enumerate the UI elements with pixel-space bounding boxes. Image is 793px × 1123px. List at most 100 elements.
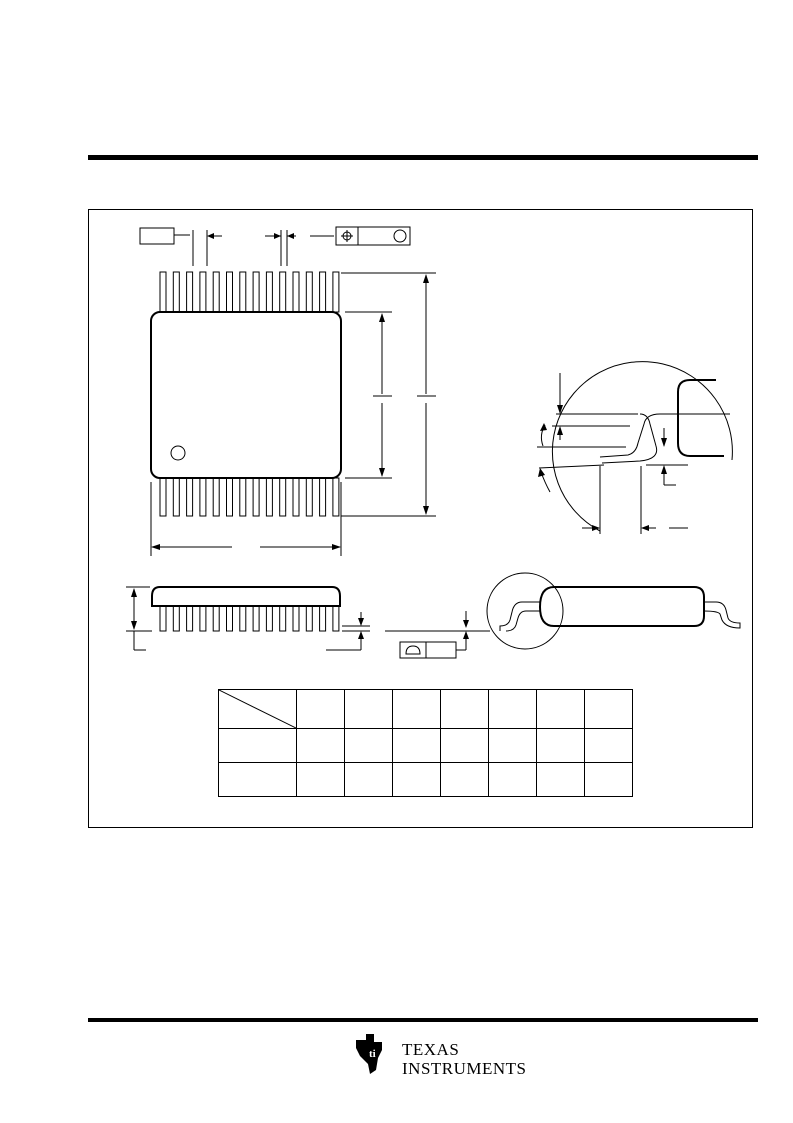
lead-width-arrowhead-right [287, 233, 294, 239]
lead [265, 271, 273, 313]
position-crosshair-icon [341, 230, 353, 242]
lead [199, 605, 207, 632]
table-cell [296, 762, 345, 797]
footer-rule [88, 1018, 758, 1022]
lead [292, 271, 300, 313]
table-cell [392, 762, 441, 797]
table-header-cell [536, 689, 585, 729]
table-corner-cell [218, 689, 297, 729]
lead [186, 271, 194, 313]
lead-width-arrowhead-left [274, 233, 281, 239]
lead [279, 605, 287, 632]
lead [305, 271, 313, 313]
logo-line-2: INSTRUMENTS [402, 1059, 527, 1078]
lead [212, 477, 220, 517]
table-row [218, 728, 633, 763]
package-drawing-frame [88, 209, 753, 828]
texas-instruments-logo-icon: ti [356, 1034, 382, 1074]
table-header-cell [296, 689, 345, 729]
feature-control-frame [335, 226, 411, 246]
lead [252, 271, 260, 313]
top-lead-row [159, 271, 340, 313]
pitch-arrowhead [207, 233, 214, 239]
logo-line-1: TEXAS [402, 1040, 460, 1059]
flatness-frame [399, 641, 457, 659]
lead [252, 605, 260, 632]
table-header-row [218, 689, 633, 729]
lead [319, 271, 327, 313]
table-row-label [218, 762, 297, 797]
bottom-lead-row [159, 477, 340, 517]
lead [199, 477, 207, 517]
datum-box [139, 227, 175, 245]
lead [239, 271, 247, 313]
lead [212, 271, 220, 313]
diagonal-divider [219, 690, 296, 728]
table-header-cell [488, 689, 537, 729]
table-cell [344, 762, 393, 797]
table-row [218, 762, 633, 797]
side-lead-row [159, 605, 340, 632]
lead [319, 477, 327, 517]
table-cell [584, 762, 633, 797]
lead [226, 477, 233, 517]
table-cell [440, 728, 489, 763]
package-body-side-view [151, 586, 341, 607]
table-header-cell [344, 689, 393, 729]
lead [199, 271, 207, 313]
table-header-cell [584, 689, 633, 729]
lead [305, 605, 313, 632]
lead [239, 605, 247, 632]
table-cell [584, 728, 633, 763]
lead [172, 271, 180, 313]
table-cell [536, 728, 585, 763]
lead [265, 605, 273, 632]
table-cell [392, 728, 441, 763]
lead [265, 477, 273, 517]
lead [319, 605, 327, 632]
table-cell [440, 762, 489, 797]
lead [305, 477, 313, 517]
circle-modifier-icon [393, 229, 407, 243]
lead [332, 271, 340, 313]
lead [159, 271, 167, 313]
lead [332, 605, 340, 632]
lead [186, 605, 194, 632]
dimension-table [218, 689, 633, 797]
lead [279, 271, 287, 313]
lead [292, 605, 300, 632]
body-edge-detail [677, 379, 724, 457]
company-logo-text: TEXAS INSTRUMENTS [402, 1040, 527, 1078]
table-cell [488, 762, 537, 797]
lead-side-detail-left [499, 601, 540, 632]
package-body-top-view [150, 311, 342, 479]
profile-of-surface-icon [405, 645, 421, 655]
svg-text:ti: ti [369, 1048, 376, 1060]
lead [212, 605, 220, 632]
package-body-side-detail [538, 586, 705, 627]
table-cell [296, 728, 345, 763]
header-rule [88, 155, 758, 160]
lead [159, 605, 167, 632]
lead [226, 605, 233, 632]
lead-detail-circle [551, 361, 733, 532]
lead [239, 477, 247, 517]
lead [159, 477, 167, 517]
table-header-cell [392, 689, 441, 729]
lead [292, 477, 300, 517]
lead-side-detail-right [703, 601, 741, 629]
side-detail-circle [486, 572, 564, 650]
lead [226, 271, 233, 313]
lead-profile-detail [599, 413, 730, 464]
table-cell [344, 728, 393, 763]
table-cell [536, 762, 585, 797]
lead [172, 477, 180, 517]
table-row-label [218, 728, 297, 763]
lead [332, 477, 340, 517]
lead [252, 477, 260, 517]
lead [279, 477, 287, 517]
pin-one-marker [170, 445, 186, 461]
lead [186, 477, 194, 517]
table-header-cell [440, 689, 489, 729]
